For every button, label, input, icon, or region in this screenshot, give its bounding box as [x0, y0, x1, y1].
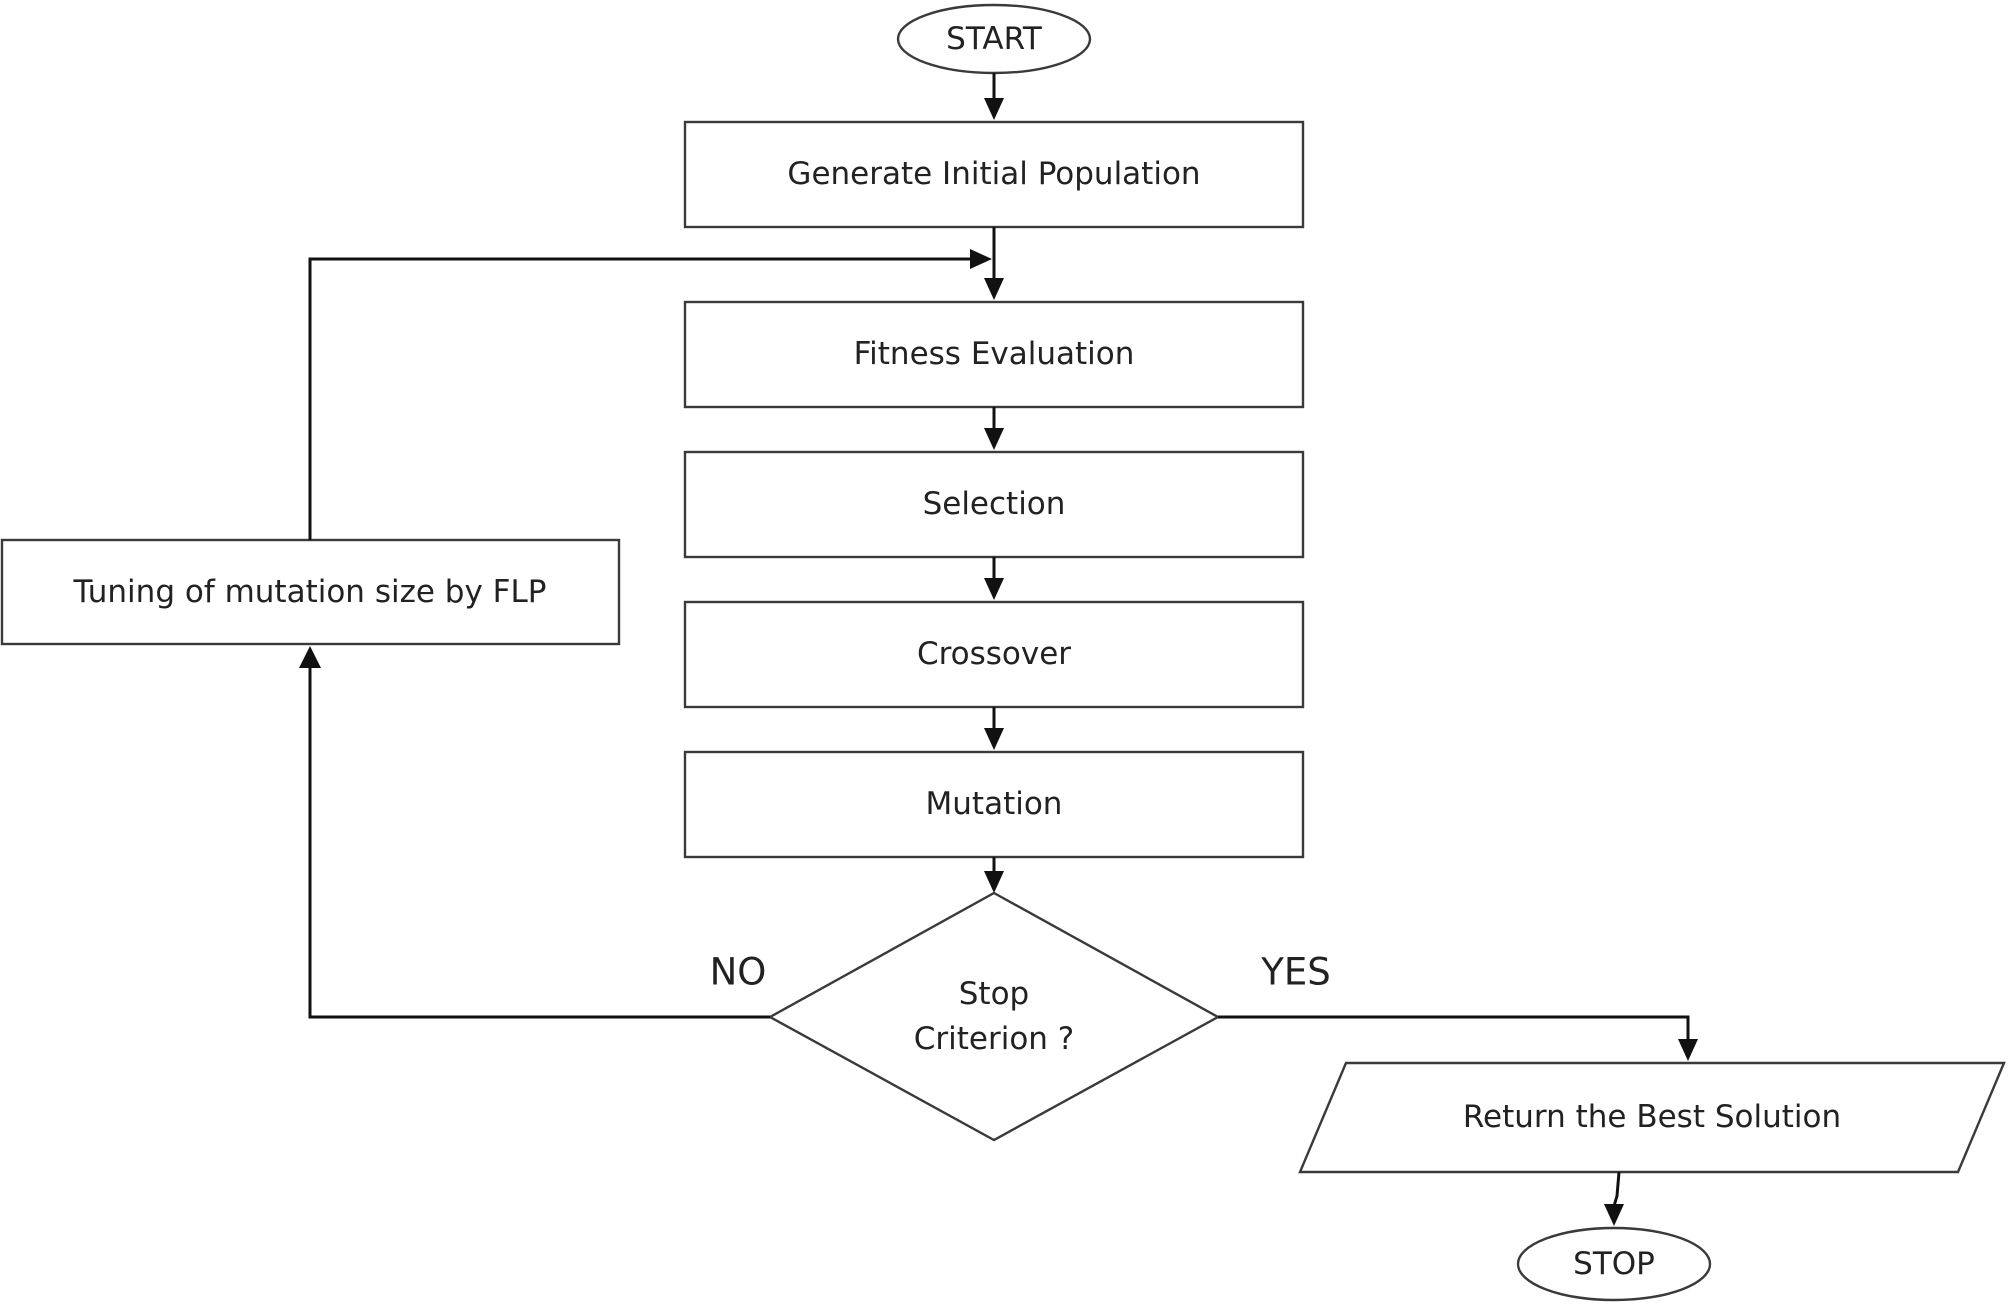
selection-rect — [683, 450, 1305, 559]
connector-mutation-to-decision — [984, 857, 1004, 893]
arrowhead — [984, 871, 1004, 893]
arrowhead — [299, 646, 321, 668]
arrowhead — [984, 428, 1004, 450]
decision-label-line1: Stop — [959, 976, 1029, 1012]
return-best-solution-parallelogram — [1298, 1061, 2006, 1174]
arrowhead — [984, 728, 1004, 750]
start-terminal: START — [896, 3, 1092, 75]
connector-start-to-generate — [984, 73, 1004, 120]
decision-diamond — [767, 891, 1221, 1142]
connector-tuning-to-fitness — [308, 249, 992, 540]
tuning-mutation-rect — [0, 538, 621, 646]
arrowhead — [1604, 1204, 1624, 1226]
start-label: START — [946, 21, 1043, 57]
return-best-solution-label: Return the Best Solution — [1463, 1099, 1841, 1135]
connector-generate-to-fitness — [984, 227, 1004, 300]
stop-label: STOP — [1573, 1246, 1655, 1282]
generate-population-box: Generate Initial Population — [683, 120, 1305, 229]
arrowhead — [984, 278, 1004, 300]
tuning-mutation-label: Tuning of mutation size by FLP — [73, 574, 547, 610]
fitness-evaluation-label: Fitness Evaluation — [854, 336, 1135, 372]
arrowhead — [984, 98, 1004, 120]
selection-label: Selection — [923, 486, 1066, 522]
arrowhead — [984, 578, 1004, 600]
crossover-label: Crossover — [917, 636, 1071, 672]
decision-label-line2: Criterion ? — [914, 1021, 1075, 1057]
connector-yes-to-return — [1218, 1015, 1698, 1061]
connector-crossover-to-mutation — [984, 707, 1004, 750]
connector-return-to-stop — [1604, 1171, 1624, 1226]
connector-fitness-to-selection — [984, 407, 1004, 450]
return-best-solution-box: Return the Best Solution — [1298, 1061, 2006, 1174]
stop-ellipse — [1516, 1226, 1712, 1302]
mutation-box: Mutation — [683, 750, 1305, 859]
crossover-box: Crossover — [683, 600, 1305, 709]
connector-no-to-tuning — [299, 646, 770, 1019]
fitness-evaluation-rect — [683, 300, 1305, 409]
no-branch-label: NO — [710, 951, 767, 994]
stop-terminal: STOP — [1516, 1226, 1712, 1302]
mutation-label: Mutation — [926, 786, 1063, 822]
fitness-evaluation-box: Fitness Evaluation — [683, 300, 1305, 409]
generate-population-label: Generate Initial Population — [787, 156, 1200, 192]
yes-branch-label: YES — [1260, 951, 1330, 994]
connector-selection-to-crossover — [984, 557, 1004, 600]
generate-population-rect — [683, 120, 1305, 229]
stop-criterion-decision: Stop Criterion ? — [767, 891, 1221, 1142]
selection-box: Selection — [683, 450, 1305, 559]
tuning-mutation-box: Tuning of mutation size by FLP — [0, 538, 621, 646]
arrowhead — [1678, 1039, 1698, 1061]
arrowhead — [970, 249, 992, 269]
